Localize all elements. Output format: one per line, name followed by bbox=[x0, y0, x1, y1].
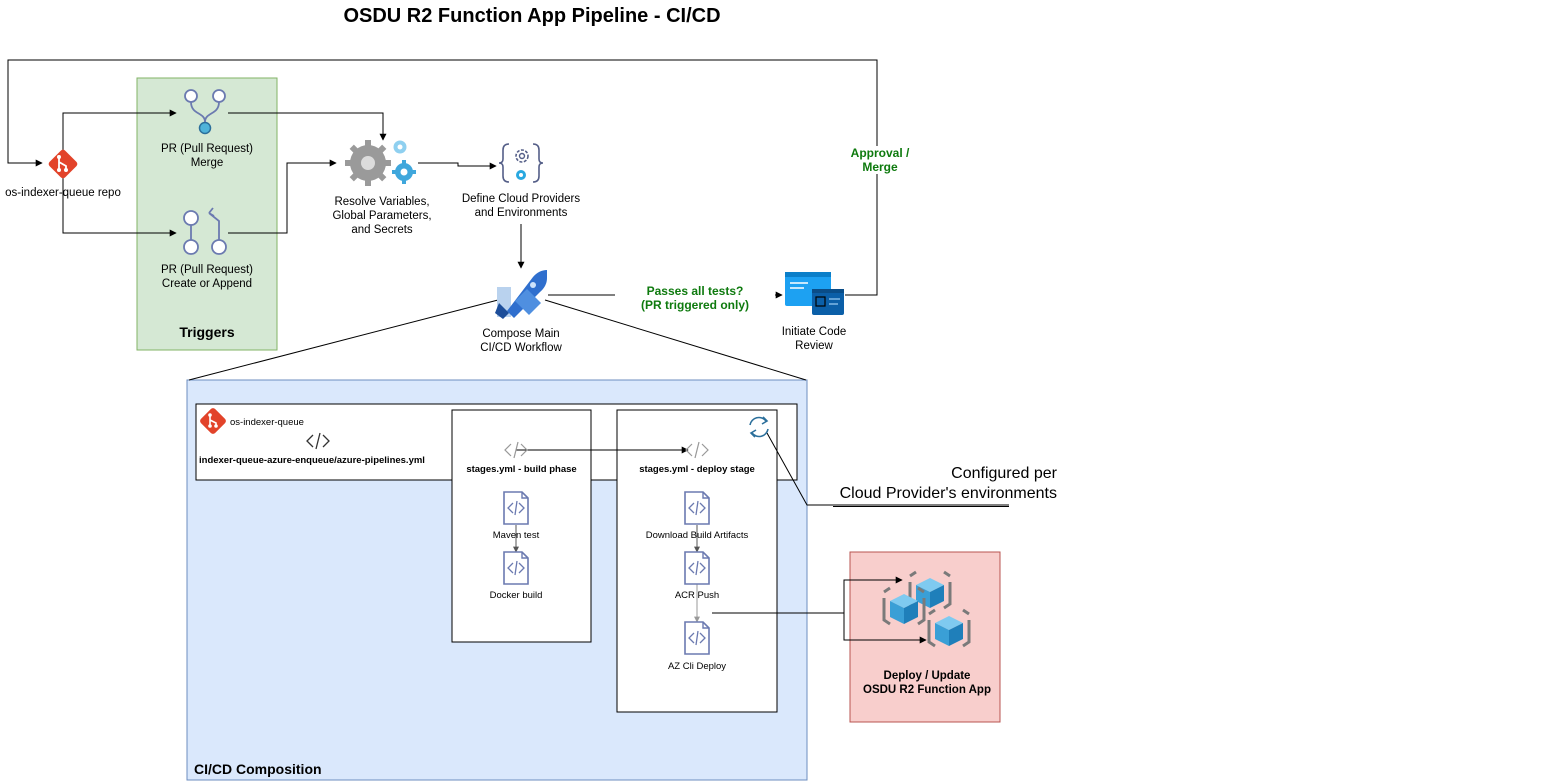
refresh-icon bbox=[749, 416, 769, 438]
configured-underline bbox=[833, 506, 1009, 507]
deploy-step-label: Download Build Artifacts bbox=[645, 530, 749, 541]
deploy-target-label: Deploy / Update OSDU R2 Function App bbox=[863, 670, 991, 696]
git-repo-icon bbox=[48, 149, 78, 179]
deploy-file-icon bbox=[684, 491, 710, 525]
build-phase-title: stages.yml - build phase bbox=[466, 464, 577, 475]
repo-to-create-connector bbox=[62, 178, 177, 237]
merge-to-resolve-connector bbox=[228, 112, 387, 141]
resolve-to-define-connector bbox=[418, 162, 497, 170]
pr-merge-label: PR (Pull Request) Merge bbox=[160, 143, 254, 169]
define-label: Define Cloud Providers and Environments bbox=[461, 193, 581, 219]
triggers-label: Triggers bbox=[179, 324, 235, 340]
pr-create-icon bbox=[183, 207, 227, 255]
pipeline-code-icon bbox=[306, 432, 330, 450]
deploy-file-icon bbox=[684, 551, 710, 585]
code-review-icon bbox=[785, 272, 844, 315]
create-to-resolve-connector bbox=[228, 159, 337, 234]
configured-note: Configured per Cloud Provider's environm… bbox=[839, 465, 1057, 502]
pr-create-label: PR (Pull Request) Create or Append bbox=[160, 264, 254, 290]
deploy-step-label: ACR Push bbox=[674, 590, 720, 601]
repo-label: os-indexer-queue repo bbox=[5, 187, 121, 199]
build-phase-box bbox=[451, 409, 592, 643]
deploy-to-function-app-connector bbox=[712, 576, 903, 614]
git-small-icon bbox=[200, 408, 226, 434]
pr-merge-icon bbox=[184, 89, 226, 135]
deploy-to-function-app-connector-2 bbox=[843, 613, 927, 644]
build-step-label: Docker build bbox=[489, 590, 543, 601]
approval-label: Approval / Merge bbox=[836, 146, 924, 174]
build-file-icon bbox=[503, 491, 529, 525]
resolve-gears-icon bbox=[345, 140, 416, 186]
compose-label: Compose Main CI/CD Workflow bbox=[480, 328, 562, 354]
deploy-code-icon bbox=[685, 441, 709, 459]
function-cube-icon bbox=[927, 608, 971, 648]
diagram-title: OSDU R2 Function App Pipeline - CI/CD bbox=[343, 5, 721, 27]
build-file-icon bbox=[503, 551, 529, 585]
function-app-cubes-icon bbox=[882, 570, 971, 648]
build-code-icon bbox=[504, 441, 528, 459]
composition-label: CI/CD Composition bbox=[194, 761, 322, 777]
deploy-stage-title: stages.yml - deploy stage bbox=[639, 464, 755, 475]
configured-callout-line bbox=[766, 432, 1009, 506]
passes-tests-label: Passes all tests? (PR triggered only) bbox=[615, 284, 775, 312]
review-label: Initiate Code Review bbox=[781, 326, 847, 352]
repo-to-merge-connector bbox=[62, 109, 177, 152]
pipeline-file-name: indexer-queue-azure-enqueue/azure-pipeli… bbox=[199, 455, 425, 466]
build-step-label: Maven test bbox=[492, 530, 540, 541]
composition-repo-name: os-indexer-queue bbox=[230, 417, 304, 428]
function-cube-icon bbox=[882, 586, 926, 626]
define-config-icon bbox=[498, 143, 544, 183]
approval-loop-connector bbox=[7, 59, 878, 296]
deploy-file-icon bbox=[684, 621, 710, 655]
triggers-group bbox=[136, 77, 278, 351]
compose-pipelines-icon bbox=[495, 270, 547, 319]
resolve-label: Resolve Variables, Global Parameters, an… bbox=[332, 196, 432, 236]
deploy-step-label: AZ Cli Deploy bbox=[667, 661, 727, 672]
